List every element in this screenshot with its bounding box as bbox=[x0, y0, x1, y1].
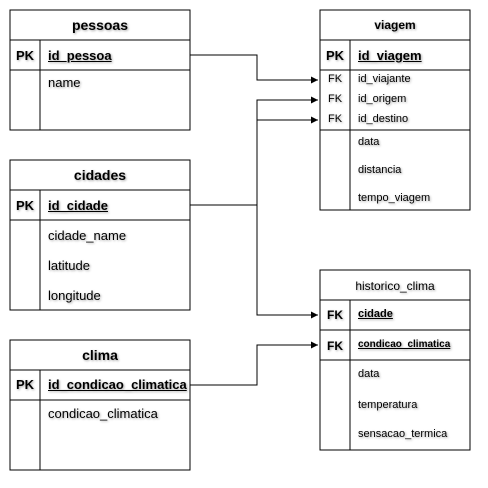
pk-field: id_cidade bbox=[48, 198, 108, 213]
attribute-field: distancia bbox=[358, 164, 402, 176]
relationship-cidades-historico-clima bbox=[256, 205, 318, 319]
attribute-field: data bbox=[358, 368, 380, 380]
attribute-field: sensacao_termica bbox=[358, 428, 448, 440]
fk-field: id_destino bbox=[358, 113, 409, 125]
table-pessoas[interactable]: pessoas PK id_pessoa name bbox=[9, 9, 191, 131]
attribute-field: condicao_climatica bbox=[48, 406, 158, 421]
attribute-field: name bbox=[48, 75, 81, 90]
attribute-field: temperatura bbox=[358, 399, 418, 411]
relationship-cidades-viagem-origem bbox=[190, 96, 318, 206]
table-cidades[interactable]: cidades PK id_cidade cidade_name latitud… bbox=[9, 159, 191, 311]
table-viagem-frame bbox=[319, 9, 471, 211]
fk-field: condicao_climatica bbox=[358, 339, 451, 350]
relationship-pessoas-viagem-viajante bbox=[190, 54, 318, 84]
pk-tag: PK bbox=[15, 198, 35, 213]
attribute-field: longitude bbox=[48, 288, 101, 303]
pk-tag: PK bbox=[325, 48, 345, 63]
pk-tag: PK bbox=[15, 377, 35, 392]
fk-field: id_viajante bbox=[358, 73, 411, 85]
fk-field: cidade bbox=[358, 308, 393, 320]
pk-field: id_viagem bbox=[358, 48, 422, 63]
fk-field: id_origem bbox=[358, 93, 407, 105]
table-historico-clima[interactable]: historico_clima FK cidade FK condicao_cl… bbox=[319, 269, 471, 451]
fk-tag: FK bbox=[327, 73, 343, 85]
attribute-field: cidade_name bbox=[48, 228, 127, 243]
attribute-field: tempo_viagem bbox=[358, 192, 431, 204]
table-title: historico_clima bbox=[355, 279, 435, 293]
table-cidades-frame bbox=[9, 159, 191, 311]
table-historico-clima-frame bbox=[319, 269, 471, 451]
table-title: viagem bbox=[374, 18, 416, 32]
attribute-field: data bbox=[358, 136, 380, 148]
table-title: clima bbox=[82, 347, 118, 363]
table-clima-frame bbox=[9, 339, 191, 471]
table-viagem[interactable]: viagem PK id_viagem FK id_viajante FK id… bbox=[319, 9, 471, 211]
attribute-field: latitude bbox=[48, 258, 90, 273]
fk-tag: FK bbox=[327, 339, 343, 353]
table-title: pessoas bbox=[71, 17, 129, 33]
table-clima[interactable]: clima PK id_condicao_climatica condicao_… bbox=[9, 339, 191, 471]
fk-tag: FK bbox=[327, 93, 343, 105]
pk-field: id_condicao_climatica bbox=[48, 377, 187, 392]
pk-field: id_pessoa bbox=[48, 48, 112, 63]
table-pessoas-frame bbox=[9, 9, 191, 131]
table-title: cidades bbox=[73, 167, 127, 183]
relationship-clima-historico-clima bbox=[190, 341, 318, 386]
fk-tag: FK bbox=[327, 308, 343, 322]
fk-tag: FK bbox=[327, 113, 343, 125]
pk-tag: PK bbox=[15, 48, 35, 63]
